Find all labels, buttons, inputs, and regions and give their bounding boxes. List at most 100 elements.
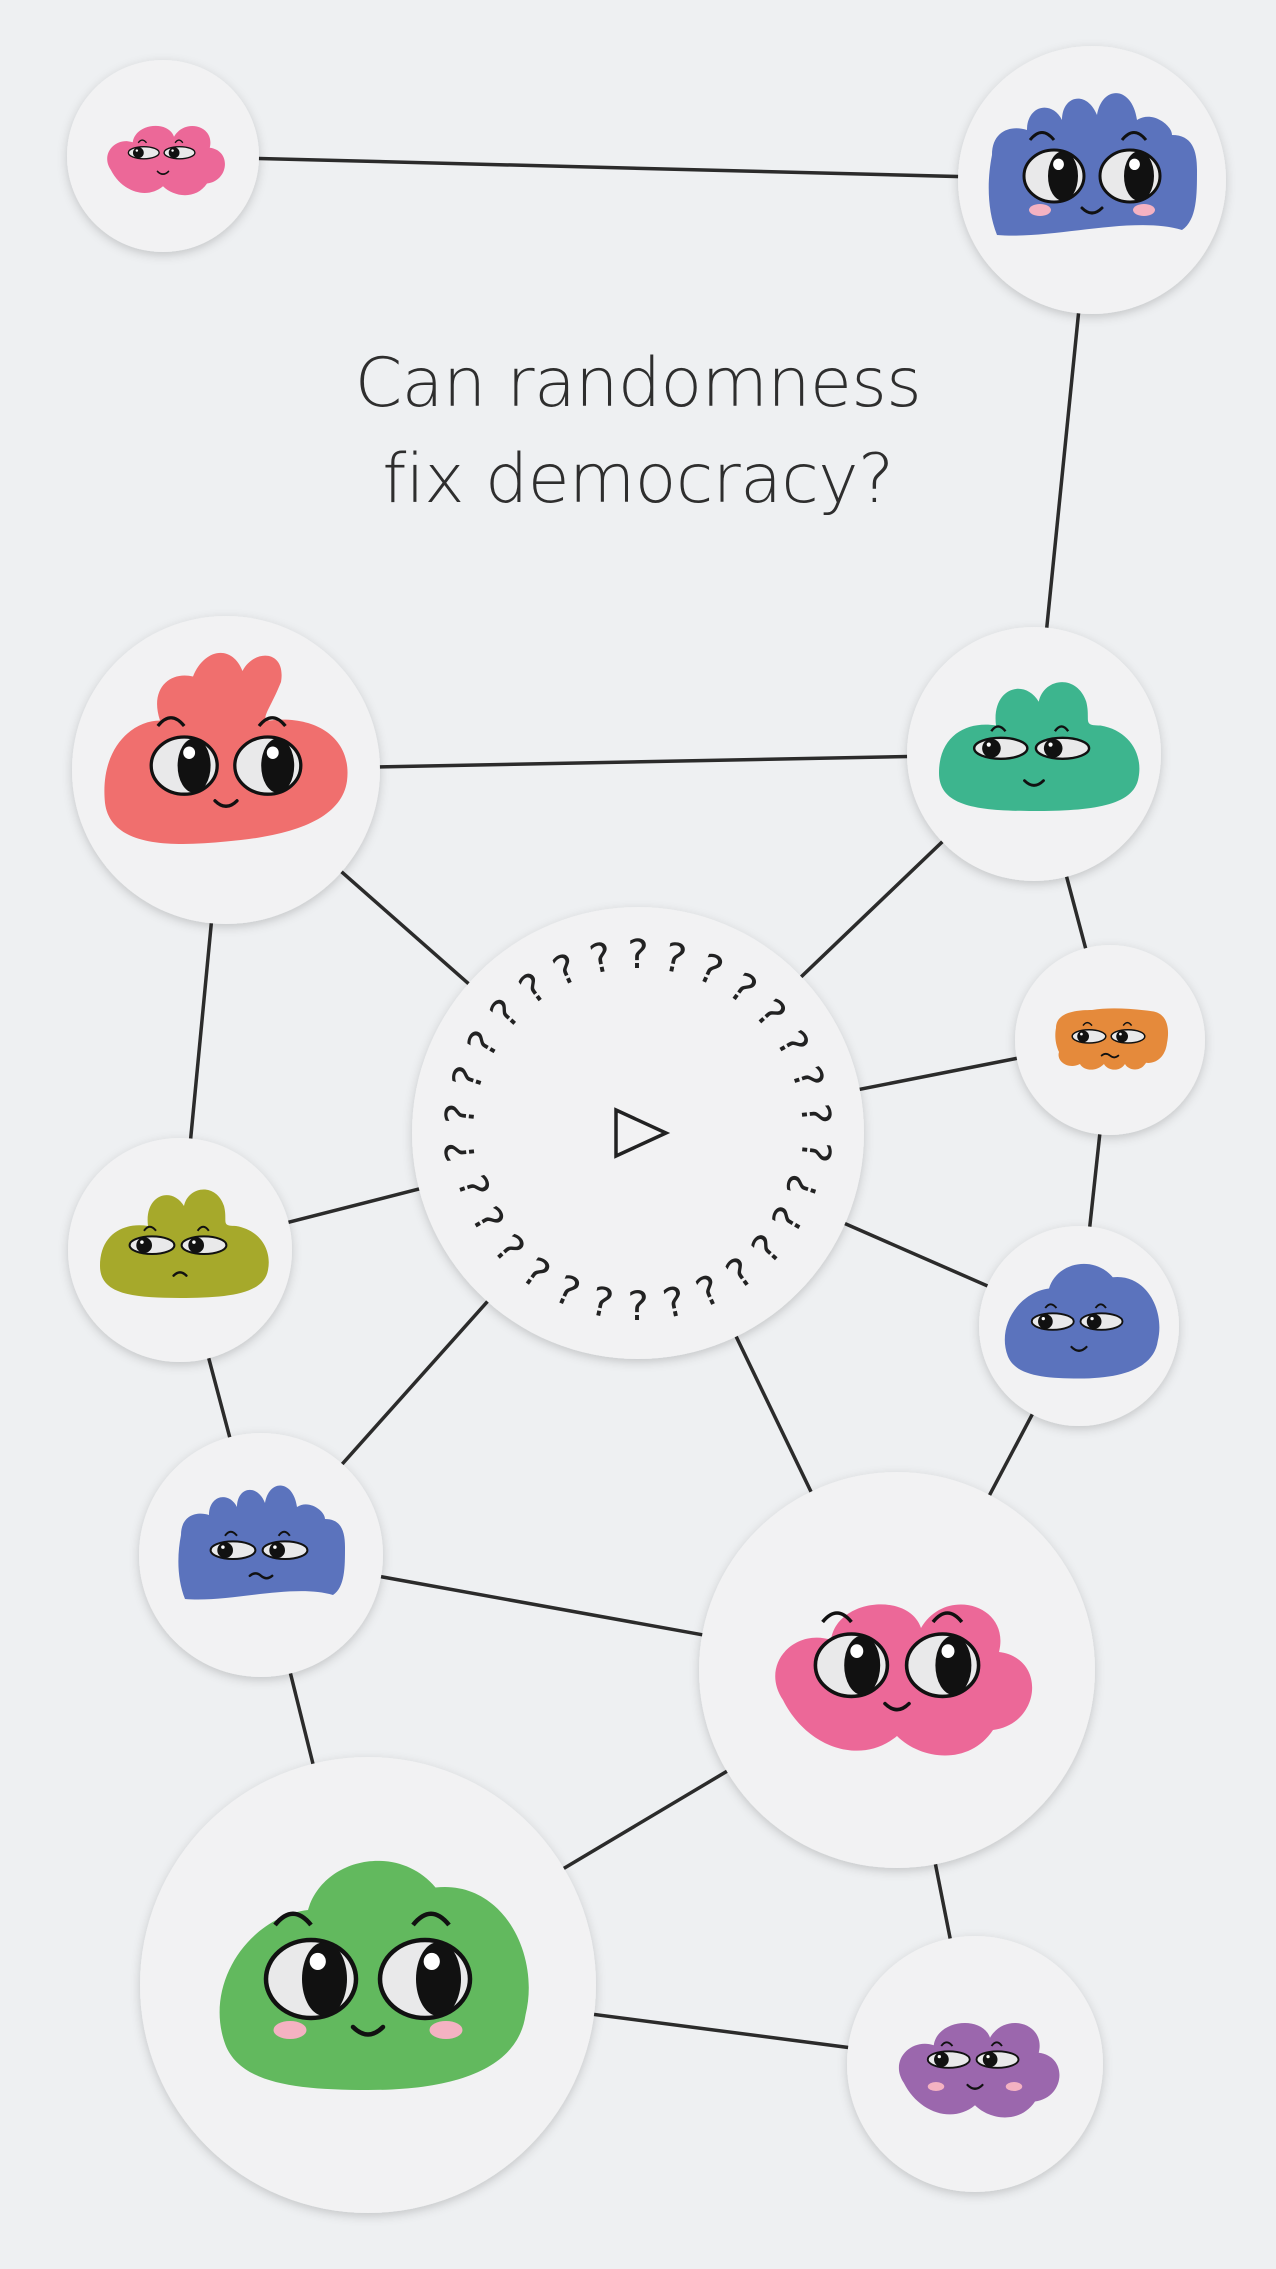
question-mark: ? xyxy=(627,932,648,978)
pupil xyxy=(1043,738,1063,758)
eyebrow xyxy=(273,1911,313,1927)
pupil xyxy=(1038,1314,1053,1329)
eyebrow xyxy=(277,1530,291,1537)
character-blob xyxy=(107,125,225,196)
blush xyxy=(1005,2082,1023,2091)
eye-highlight xyxy=(850,1644,864,1659)
eyebrow xyxy=(224,1530,238,1537)
character-blob xyxy=(898,2022,1060,2118)
pupil xyxy=(177,738,211,793)
character-face xyxy=(939,682,1140,811)
pupil xyxy=(982,2052,998,2067)
eye-highlight xyxy=(221,1545,225,1549)
pupil xyxy=(1086,1314,1102,1329)
eye-highlight xyxy=(135,149,139,152)
blush xyxy=(1133,204,1155,216)
eyebrow xyxy=(1028,131,1056,141)
edge-n1-n2 xyxy=(162,154,1093,182)
mouth xyxy=(156,170,170,175)
mouth xyxy=(1023,779,1045,787)
character-node-n2 xyxy=(958,46,1226,314)
eyebrow xyxy=(1122,1021,1133,1027)
pupil xyxy=(934,2052,949,2067)
pupil xyxy=(416,1941,461,2017)
pupil xyxy=(1048,151,1078,201)
pupil xyxy=(217,1542,233,1559)
eyebrow xyxy=(1044,1303,1058,1309)
pupil xyxy=(844,1635,881,1695)
eye-highlight xyxy=(423,1952,440,1971)
character-face xyxy=(1004,1263,1160,1379)
eyebrow xyxy=(156,716,186,728)
eyebrow xyxy=(411,1911,451,1927)
eyebrow xyxy=(1094,1303,1107,1309)
pupil xyxy=(188,1237,204,1254)
character-blob xyxy=(178,1485,345,1600)
character-node-n5 xyxy=(1015,945,1205,1135)
pupil xyxy=(261,738,295,793)
eyebrow xyxy=(1082,1021,1093,1027)
character-node-n9 xyxy=(699,1472,1095,1868)
character-nodes xyxy=(67,46,1226,2213)
eyebrow xyxy=(257,716,287,728)
character-face xyxy=(178,1485,345,1600)
character-node-n3 xyxy=(72,616,380,924)
character-face xyxy=(107,125,225,196)
question-mark: ? xyxy=(791,1139,839,1165)
blush xyxy=(1029,204,1051,216)
play-icon[interactable] xyxy=(614,1107,671,1159)
eye-highlight xyxy=(1119,1032,1122,1036)
character-face xyxy=(104,652,348,844)
mouth xyxy=(883,1701,911,1712)
question-mark: ? xyxy=(437,1101,485,1127)
eye-highlight xyxy=(1048,742,1053,747)
eye-highlight xyxy=(1053,158,1064,171)
eye-highlight xyxy=(986,2054,990,2059)
eye-highlight xyxy=(986,742,991,747)
pupil xyxy=(1077,1030,1089,1043)
pupil xyxy=(982,738,1001,758)
title-line-1: Can randomness xyxy=(354,344,922,423)
mouth xyxy=(1080,206,1104,215)
character-node-n1 xyxy=(67,60,259,252)
play-button[interactable]: ?????????¿¿¿¿¿¿¿¿¿¿¿¿¿???????? xyxy=(412,907,864,1359)
blush xyxy=(429,2021,463,2039)
eye-highlight xyxy=(1090,1316,1094,1321)
question-mark: ? xyxy=(437,1139,485,1165)
character-face xyxy=(988,93,1197,236)
character-face xyxy=(775,1604,1033,1756)
character-face xyxy=(219,1860,529,2090)
eye-highlight xyxy=(273,1545,277,1549)
mouth xyxy=(966,2083,984,2090)
eyebrow xyxy=(137,139,148,144)
title-line-2: fix democracy? xyxy=(382,440,894,519)
character-node-n7 xyxy=(979,1226,1179,1426)
blush xyxy=(927,2082,945,2091)
eye-highlight xyxy=(941,1644,955,1659)
eyebrow xyxy=(931,1611,964,1624)
eye-highlight xyxy=(140,1240,144,1244)
character-blob xyxy=(104,652,348,844)
eye-highlight xyxy=(192,1240,196,1244)
pupil xyxy=(136,1237,152,1254)
eyebrow xyxy=(821,1611,853,1624)
mouth xyxy=(1100,1052,1120,1059)
play-button-circle[interactable] xyxy=(412,907,864,1359)
character-face xyxy=(100,1189,269,1298)
eyebrow xyxy=(1120,131,1148,141)
question-mark: ? xyxy=(791,1101,839,1127)
pupil xyxy=(1124,151,1154,201)
eye-highlight xyxy=(1080,1032,1083,1036)
character-node-n10 xyxy=(140,1757,596,2213)
mouth xyxy=(350,2024,386,2037)
character-face xyxy=(898,2022,1060,2118)
eyebrow xyxy=(990,725,1007,732)
eyebrow xyxy=(990,2041,1003,2047)
mouth xyxy=(1070,1345,1088,1352)
pupil xyxy=(168,147,180,159)
eyebrow xyxy=(143,1225,157,1232)
pupil xyxy=(1116,1030,1128,1043)
character-face xyxy=(1055,1008,1169,1070)
eye-highlight xyxy=(1041,1316,1045,1321)
